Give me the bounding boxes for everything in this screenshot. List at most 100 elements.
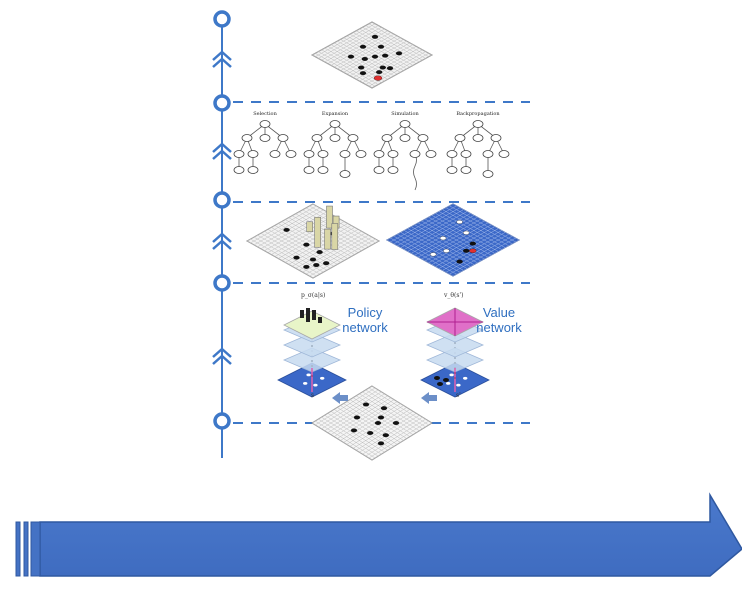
go-stone: [443, 248, 450, 253]
tree-node: [317, 166, 329, 174]
go-stone: [350, 428, 358, 433]
go-stone: [456, 259, 463, 264]
timeline-node: [213, 274, 231, 292]
go-stone: [362, 402, 370, 407]
tree-node: [373, 150, 385, 158]
go-stone: [373, 75, 383, 81]
tree-node: [329, 120, 341, 128]
tree-node: [233, 166, 245, 174]
tree-node: [425, 150, 437, 158]
go-stone: [434, 376, 440, 380]
go-stone: [371, 34, 379, 39]
mcts-trees: [233, 120, 510, 191]
mcts-tree: [233, 120, 297, 174]
progress-arrow: [15, 492, 742, 577]
tree-node: [472, 134, 484, 142]
go-stone: [320, 376, 325, 380]
network-layer: [425, 332, 485, 358]
probability-bar: [314, 216, 321, 248]
tree-node: [233, 150, 245, 158]
tree-node: [460, 150, 472, 158]
go-stone: [374, 421, 382, 425]
go-stone: [463, 248, 470, 253]
state-s-prime-label: s': [456, 392, 461, 399]
tree-node: [317, 150, 329, 158]
go-stone: [293, 255, 300, 260]
value-label-line2: network: [476, 320, 522, 335]
policy-bar: [312, 310, 316, 320]
probability-bar: [326, 205, 333, 229]
go-stone: [449, 373, 454, 377]
tree-node: [355, 150, 367, 158]
state-s-label: s: [311, 392, 315, 399]
go-stone: [377, 415, 385, 420]
tree-node: [311, 134, 323, 142]
tree-node: [482, 150, 494, 158]
tree-node: [460, 166, 472, 174]
feed-arrows: [332, 392, 437, 404]
probability-bar: [324, 228, 331, 250]
tree-node: [259, 134, 271, 142]
feed-arrow-policy: [332, 392, 348, 404]
go-stone: [347, 54, 355, 59]
bottom-go-board: [311, 385, 433, 461]
go-stone: [367, 431, 374, 435]
tree-node: [303, 150, 315, 158]
double-chevron-up-icon: [212, 232, 232, 250]
output-layer: [283, 310, 341, 340]
tree-node: [417, 134, 429, 142]
go-stone: [283, 227, 290, 232]
go-stone: [382, 53, 389, 58]
tree-node: [241, 134, 253, 142]
mcts-tree: [446, 120, 510, 178]
tree-node: [498, 150, 510, 158]
tree-node: [472, 120, 484, 128]
rollout-go-board: [245, 203, 381, 279]
timeline-node: [213, 412, 231, 430]
policy-network-stack: [277, 308, 347, 398]
tree-node: [399, 134, 411, 142]
go-stone: [359, 44, 367, 49]
policy-bar: [318, 317, 322, 323]
go-stone: [376, 70, 383, 75]
tree-node: [381, 134, 393, 142]
tree-node: [285, 150, 297, 158]
go-stone: [358, 65, 365, 70]
tree-node: [347, 134, 359, 142]
mcts-tree: [303, 120, 367, 178]
go-stone: [386, 66, 394, 71]
probability-bar: [306, 221, 314, 233]
tree-node: [387, 150, 399, 158]
timeline-nodes: [213, 10, 231, 430]
go-stone: [303, 242, 310, 247]
network-layer: [282, 332, 342, 358]
double-chevron-up-icon: [212, 50, 232, 68]
tree-node: [446, 166, 458, 174]
double-chevron-up-icon: [212, 347, 232, 365]
value-go-board: [385, 203, 521, 277]
timeline-node: [213, 191, 231, 209]
go-stone: [456, 220, 463, 224]
policy-label-line2: network: [342, 320, 388, 335]
tree-node: [329, 134, 341, 142]
go-stone: [469, 248, 477, 254]
go-boards: [245, 21, 521, 461]
tree-node: [247, 150, 259, 158]
go-stone: [377, 441, 385, 446]
up-chevrons: [212, 50, 232, 365]
tree-node: [247, 166, 259, 174]
go-stone: [359, 71, 367, 76]
probability-bar: [331, 223, 339, 250]
go-stone: [469, 241, 476, 246]
go-stone: [463, 376, 468, 380]
timeline-node: [213, 94, 231, 112]
go-stone: [323, 261, 330, 266]
policy-label-line1: Policy: [347, 305, 383, 320]
value-label-line1: Value: [482, 305, 516, 320]
policy-formula: p_σ(a|s): [301, 292, 326, 299]
mcts-stage-backpropagation: Backpropagation: [456, 111, 500, 117]
feed-arrow-value: [421, 392, 437, 404]
go-stone: [313, 383, 318, 387]
